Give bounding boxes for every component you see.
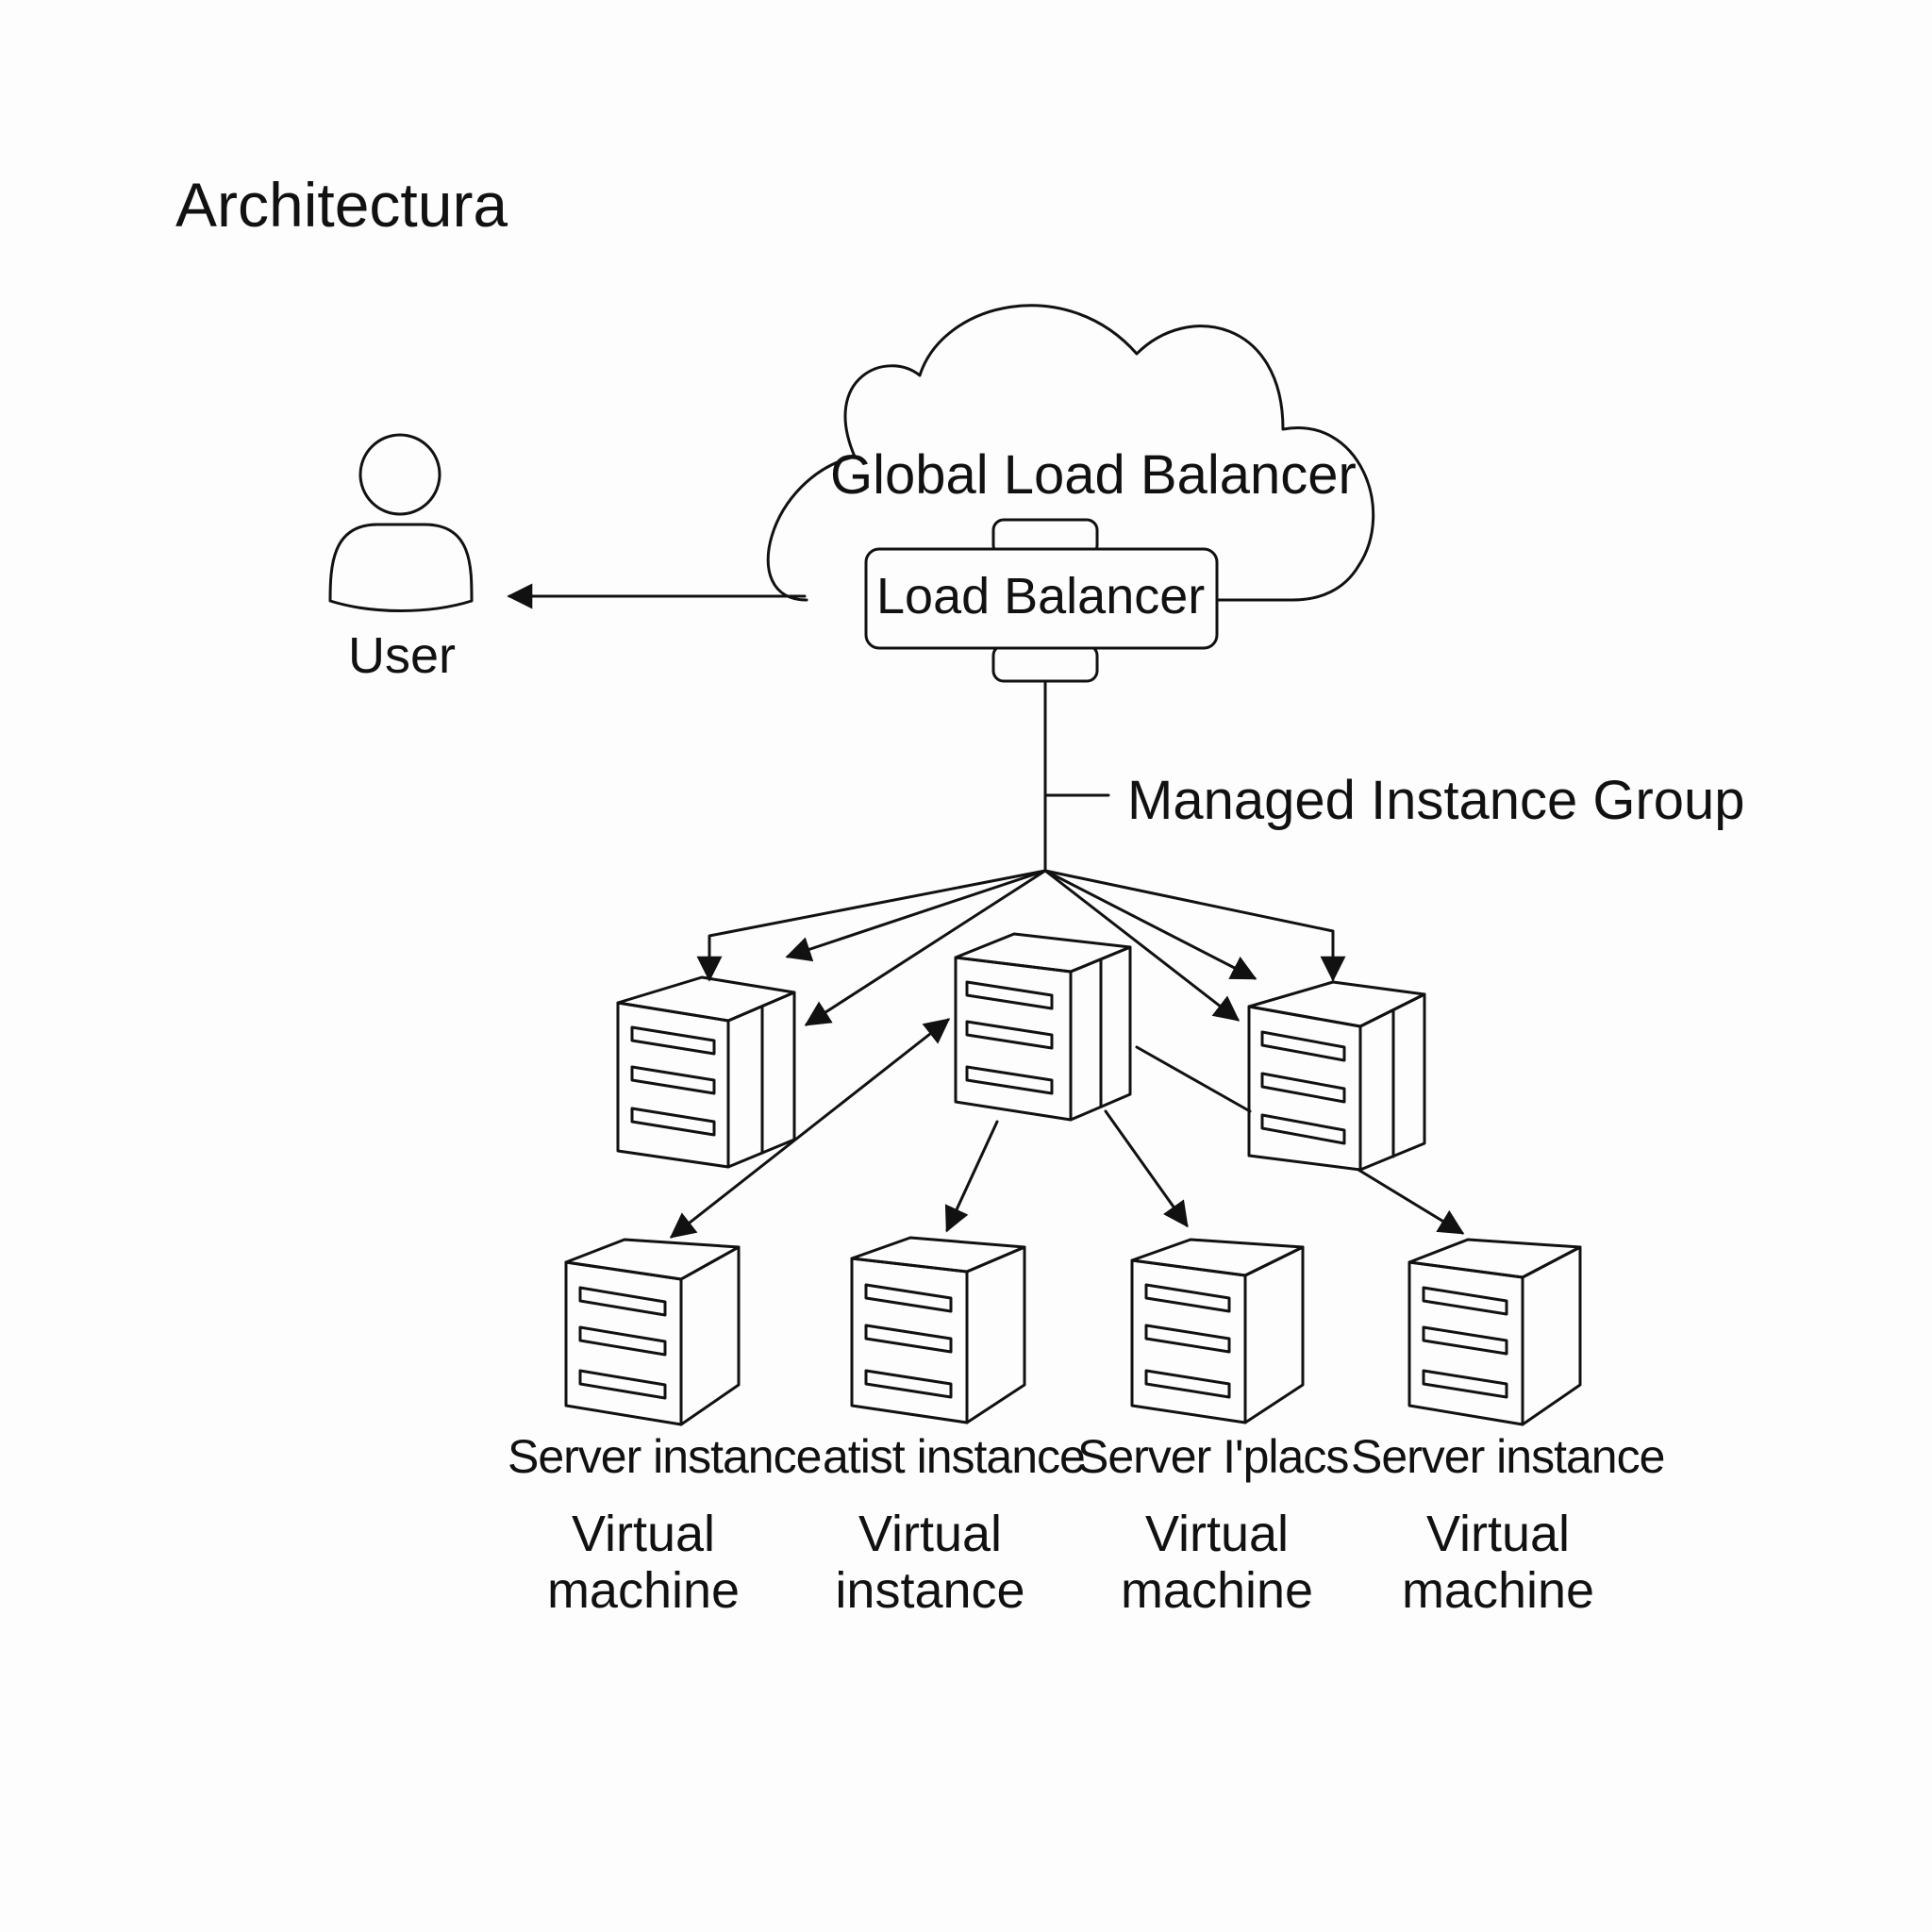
fan-arrow-2	[785, 869, 1047, 962]
lower-arrow-1	[669, 1018, 951, 1239]
lower-arrow-3	[1104, 1109, 1189, 1228]
vm-label-3-line2: machine	[1120, 1562, 1314, 1619]
lower-arrow-2	[944, 1120, 999, 1233]
upper-server-left-icon	[616, 975, 796, 1169]
load-balancer-icon	[864, 518, 1219, 683]
server-label-3: Server I'placs	[1077, 1430, 1349, 1483]
vm-label-4-line2: machine	[1401, 1562, 1595, 1619]
upper-server-right-icon	[1247, 980, 1426, 1172]
lower-server-2-icon	[850, 1236, 1026, 1424]
lower-server-4-icon	[1407, 1238, 1582, 1426]
upper-server-middle-icon	[954, 932, 1132, 1122]
vm-label-1: Virtual machine	[502, 1506, 785, 1619]
fan-arrow-6	[1043, 869, 1346, 982]
vm-label-1-line2: machine	[546, 1562, 741, 1619]
fan-arrow-3	[804, 869, 1047, 1026]
vm-label-3: Virtual machine	[1075, 1506, 1358, 1619]
lower-server-3-icon	[1130, 1238, 1305, 1424]
lower-arrow-4	[1357, 1168, 1465, 1235]
fan-arrow-5	[1043, 869, 1257, 980]
server-label-1: Server instance	[508, 1430, 822, 1483]
lower-server-1-icon	[564, 1238, 741, 1426]
vm-label-2-line1: Virtual	[858, 1506, 1003, 1562]
server-label-4: Server instance	[1351, 1430, 1665, 1483]
vm-label-2-line2: instance	[835, 1562, 1025, 1619]
server-label-2: atist instance	[823, 1430, 1086, 1483]
vm-label-4: Virtual machine	[1357, 1506, 1640, 1619]
vm-label-4-line1: Virtual	[1425, 1506, 1571, 1562]
vm-label-2: Virtual instance	[789, 1506, 1072, 1619]
middle-to-right-link	[1135, 1045, 1252, 1113]
group-label: Managed Instance Group	[1127, 770, 1745, 831]
fan-arrow-1	[696, 869, 1047, 982]
cloud-label: Global Load Balancer	[830, 444, 1357, 506]
user-label: User	[348, 627, 457, 684]
vm-label-1-line1: Virtual	[571, 1506, 716, 1562]
user-icon	[328, 433, 474, 612]
vm-label-3-line1: Virtual	[1144, 1506, 1290, 1562]
diagram-title: Architectura	[175, 170, 508, 240]
load-balancer-label: Load Balancer	[876, 568, 1206, 625]
cloud-shape	[766, 304, 1375, 602]
fan-arrow-4	[1043, 869, 1241, 1022]
